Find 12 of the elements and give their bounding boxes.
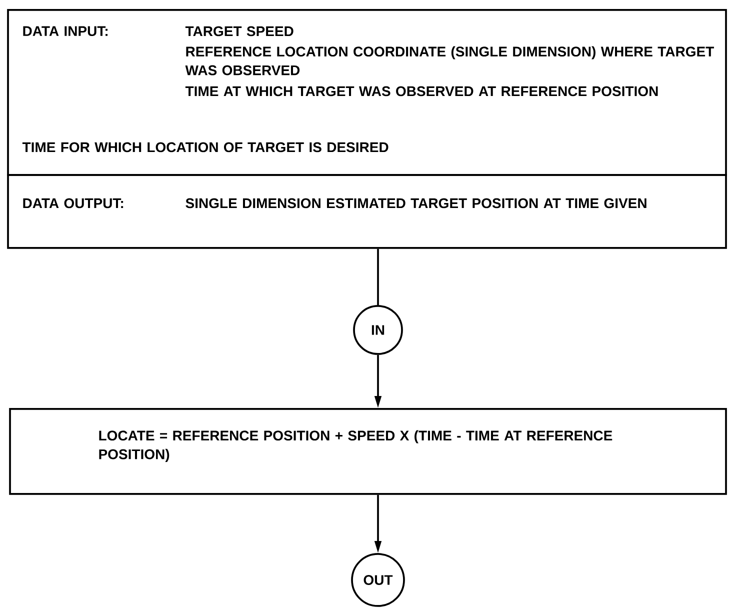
- input-item: TARGET SPEED: [185, 26, 294, 36]
- formula-text: LOCATE = REFERENCE POSITION + SPEED X (TIME - TIME AT REFERENCE POSITION): [99, 430, 612, 462]
- field-label: DATA INPUT:: [23, 26, 108, 36]
- output-item: SINGLE DIMENSION ESTIMATED TARGET POSITION AT TIME GIVEN: [186, 198, 646, 208]
- connector-line: [377, 248, 379, 306]
- field-label: DATA OUTPUT:: [23, 198, 124, 208]
- data-box: [7, 174, 727, 249]
- process-box: [9, 408, 727, 495]
- input-item: REFERENCE LOCATION COORDINATE (SINGLE DIMENSION) WHERE TARGET WAS OBSERVED: [185, 46, 714, 76]
- input-item: TIME AT WHICH TARGET WAS OBSERVED AT REFERENCE POSITION: [185, 86, 658, 96]
- data-box: [7, 9, 727, 176]
- input-note: TIME FOR WHICH LOCATION OF TARGET IS DESIRED: [22, 142, 388, 152]
